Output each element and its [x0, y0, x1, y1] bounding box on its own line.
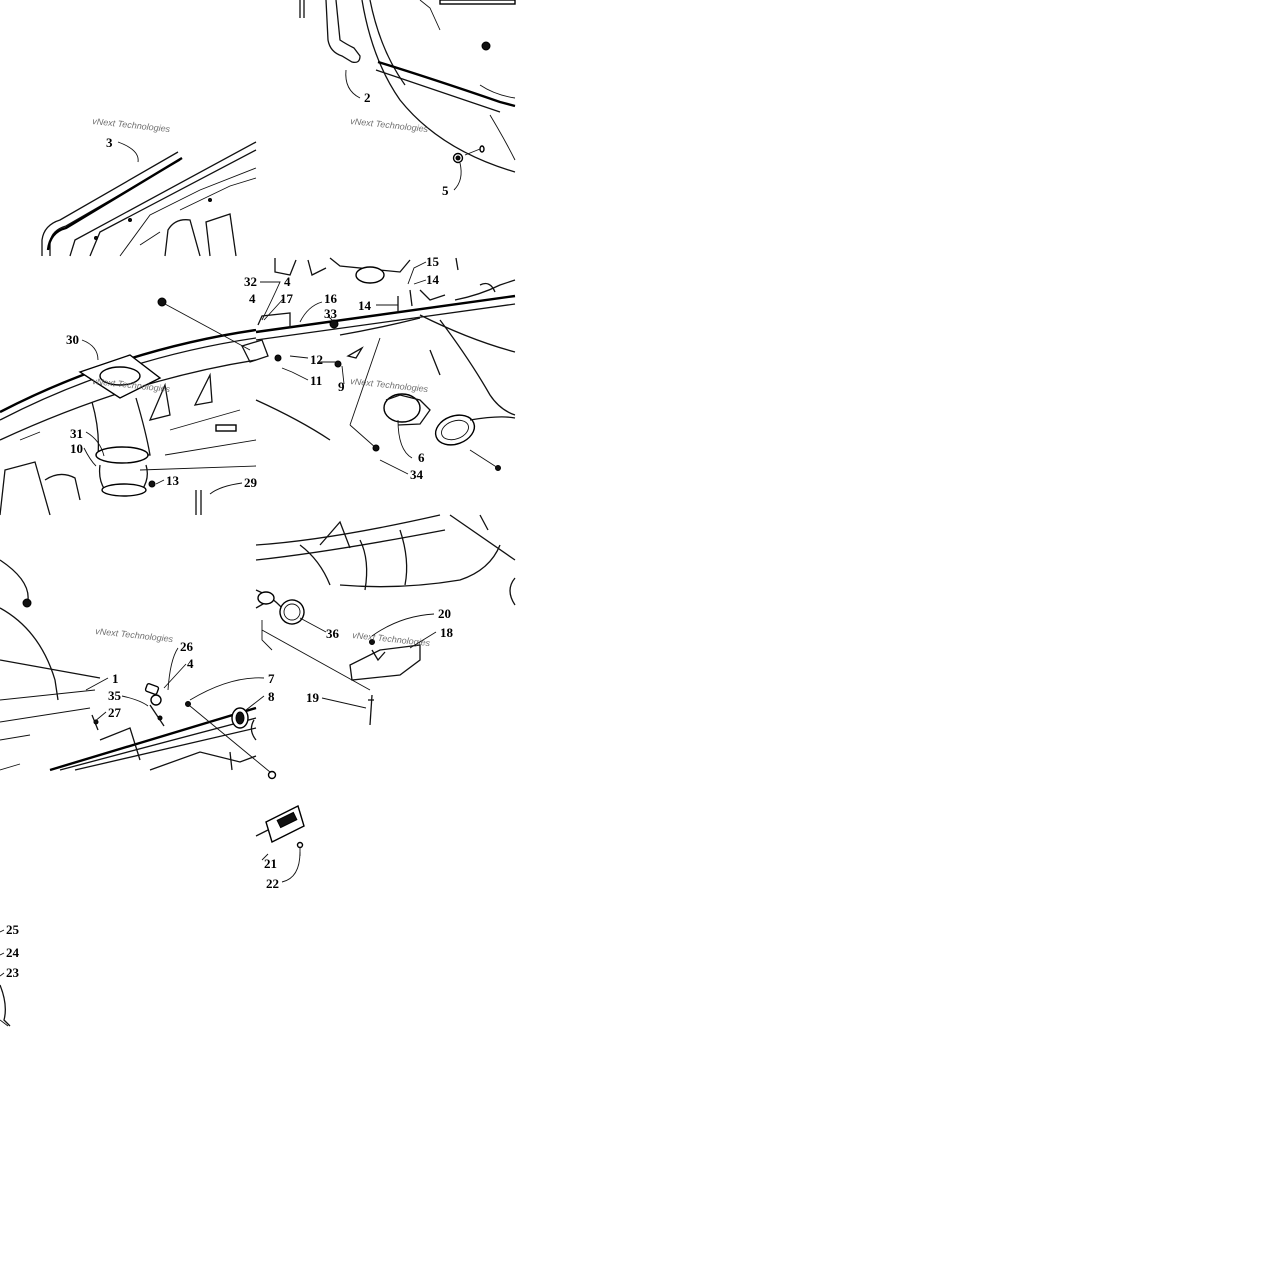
callout-8: 8: [268, 689, 275, 704]
callout-25: 25: [6, 922, 20, 937]
tile-nose: [0, 559, 277, 780]
callout-15: 15: [426, 254, 440, 269]
callout-22: 22: [266, 876, 279, 891]
callout-19: 19: [306, 690, 320, 705]
tile-windshield-trim: [41, 141, 257, 257]
tile-lens: [255, 805, 305, 856]
callout-14b: 14: [358, 298, 372, 313]
callout-5: 5: [442, 183, 449, 198]
callout-31: 31: [70, 426, 83, 441]
tile-console: [0, 297, 293, 516]
watermark-6: vNext Technologies: [352, 630, 431, 648]
callout-36: 36: [326, 626, 340, 641]
callout-13: 13: [166, 473, 180, 488]
callout-14a: 14: [426, 272, 440, 287]
callout-34: 34: [410, 467, 424, 482]
callout-7: 7: [268, 671, 275, 686]
callout-10: 10: [70, 441, 83, 456]
callout-24: 24: [6, 945, 20, 960]
callout-16: 16: [324, 291, 338, 306]
callout-27: 27: [108, 705, 122, 720]
callout-4a: 4: [284, 274, 291, 289]
callout-20: 20: [438, 606, 451, 621]
callout-32: 32: [244, 274, 257, 289]
callout-26: 26: [180, 639, 194, 654]
callout-leaders: [0, 69, 462, 977]
watermark-5: vNext Technologies: [95, 626, 174, 644]
tile-bracket: [255, 514, 516, 726]
watermarks: vNext Technologies vNext Technologies vN…: [92, 116, 431, 648]
callout-4b: 4: [249, 291, 256, 306]
callout-6: 6: [418, 450, 425, 465]
callout-12: 12: [310, 352, 323, 367]
callout-1: 1: [112, 671, 119, 686]
tile-headlight: [255, 257, 516, 471]
callout-3: 3: [106, 135, 113, 150]
callouts: 2 3 5 32 4 4 17 16 33 15 14 14 30 12 11 …: [6, 90, 454, 980]
callout-30: 30: [66, 332, 79, 347]
callout-35: 35: [108, 688, 122, 703]
callout-23: 23: [6, 965, 20, 980]
callout-29: 29: [244, 475, 258, 490]
watermark-1: vNext Technologies: [92, 116, 171, 134]
tile-decal: [0, 984, 11, 1027]
callout-18: 18: [440, 625, 454, 640]
callout-17: 17: [280, 291, 294, 306]
callout-4c: 4: [187, 656, 194, 671]
callout-21: 21: [264, 856, 277, 871]
callout-2: 2: [364, 90, 371, 105]
callout-9: 9: [338, 379, 345, 394]
tile-hood-handle: [299, 0, 516, 173]
callout-11: 11: [310, 373, 322, 388]
callout-33: 33: [324, 306, 338, 321]
